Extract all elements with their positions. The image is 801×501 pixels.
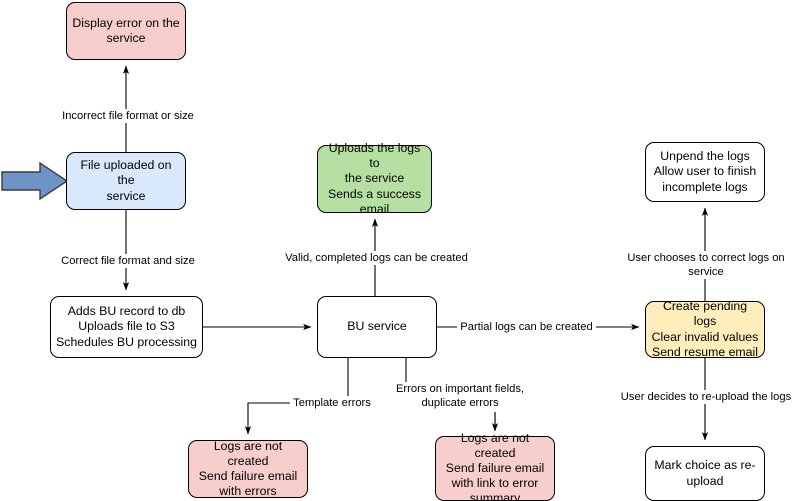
adds-bu-record-to-db[interactable]: Adds BU record to db Uploads file to S3 …: [50, 296, 203, 358]
edge-label-incorrect-file-format: Incorrect file format or size: [58, 109, 198, 123]
edge-label-template-errors: Template errors: [290, 396, 374, 410]
logs-are-not-created-with-link-to-error-summary[interactable]: Logs are not created Send failure email …: [435, 431, 555, 501]
edge-label-user-decides-to-re-upload: User decides to re-upload the logs: [618, 390, 794, 404]
uploads-the-logs-to-the-service[interactable]: Uploads the logs to the service Sends a …: [317, 141, 432, 216]
edge-label-partial-logs: Partial logs can be created: [457, 320, 596, 334]
edge-label-errors-on-important-fields: Errors on important fields, duplicate er…: [390, 382, 530, 410]
bu-service[interactable]: BU service: [317, 296, 437, 358]
edge-label-correct-file-format: Correct file format and size: [58, 254, 198, 268]
mark-choice-as-re-upload[interactable]: Mark choice as re- upload: [645, 446, 765, 501]
edge-label-valid-completed-logs: Valid, completed logs can be created: [283, 251, 470, 265]
display-error-on-the-service[interactable]: Display error on the service: [66, 2, 186, 60]
unpend-the-logs[interactable]: Unpend the logs Allow user to finish inc…: [645, 142, 765, 202]
entry-block-arrow: [1, 161, 69, 201]
logs-are-not-created-with-errors[interactable]: Logs are not created Send failure email …: [188, 439, 308, 498]
edge-label-user-chooses-to-correct-logs: User chooses to correct logs on service: [607, 251, 801, 279]
file-uploaded-on-the-service[interactable]: File uploaded on the service: [66, 152, 186, 210]
create-pending-logs[interactable]: Create pending logs Clear invalid values…: [645, 299, 765, 359]
